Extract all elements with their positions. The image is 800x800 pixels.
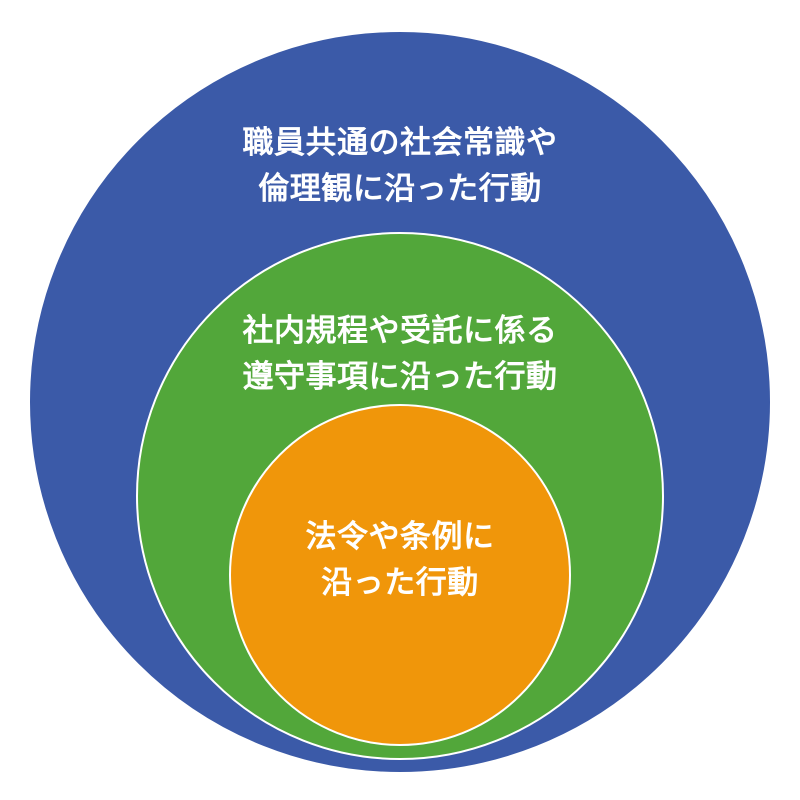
outer-circle-label: 職員共通の社会常識や 倫理観に沿った行動 [0, 120, 800, 212]
inner-label-line-2: 沿った行動 [321, 565, 479, 601]
outer-label-line-1: 職員共通の社会常識や [242, 125, 558, 161]
inner-label-line-1: 法令や条例に [305, 519, 495, 555]
middle-label-line-2: 遵守事項に沿った行動 [242, 359, 558, 395]
inner-circle-label: 法令や条例に 沿った行動 [0, 514, 800, 606]
inner-circle [229, 404, 571, 746]
outer-label-line-2: 倫理観に沿った行動 [258, 171, 542, 207]
middle-label-line-1: 社内規程や受託に係る [242, 313, 558, 349]
middle-circle-label: 社内規程や受託に係る 遵守事項に沿った行動 [0, 308, 800, 400]
